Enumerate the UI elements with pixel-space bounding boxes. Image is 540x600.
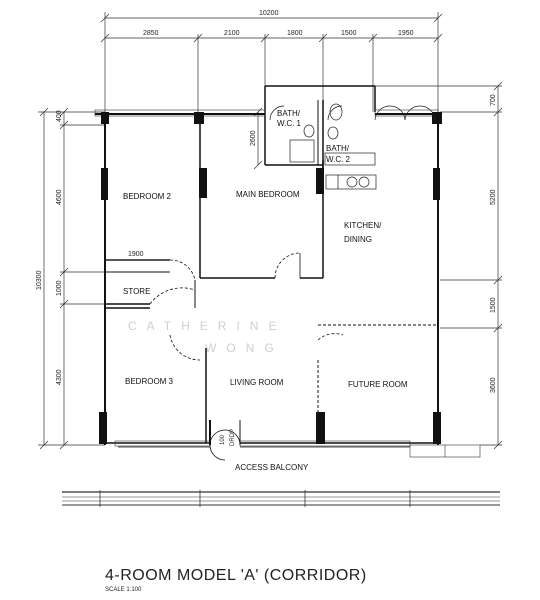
room-label-access-balcony: ACCESS BALCONY (235, 463, 309, 472)
top-dim-1: 2850 (143, 30, 159, 37)
overall-height-label: 10300 (36, 270, 43, 290)
door-label-2: DRDP (230, 429, 236, 446)
bath-height-label: 2600 (250, 130, 257, 146)
top-dim-4: 1500 (341, 30, 357, 37)
room-label-bath-1-line1: BATH/ (277, 109, 301, 118)
walls (95, 85, 439, 448)
top-dim-2: 2100 (224, 30, 240, 37)
room-label-kitchen-line2: DINING (344, 235, 372, 244)
bath-fixtures (289, 103, 377, 190)
right-dim-1: 700 (490, 94, 497, 106)
room-label-living-room: LIVING ROOM (230, 378, 284, 387)
room-label-bedroom-3: BEDROOM 3 (125, 377, 174, 386)
entrance-door (209, 420, 241, 461)
left-dim-4: 4300 (56, 369, 63, 385)
corridor-railing (62, 490, 500, 507)
overall-width-label: 10200 (259, 10, 279, 17)
left-dim-2: 4600 (56, 189, 63, 205)
drawing-title: 4-ROOM MODEL 'A' (CORRIDOR) (105, 567, 367, 584)
left-dimension-lines (38, 107, 120, 450)
room-label-main-bedroom: MAIN BEDROOM (236, 190, 300, 199)
right-dimension-lines (375, 81, 503, 450)
left-dim-3: 1000 (56, 280, 63, 296)
drawing-scale: SCALE 1:100 (105, 587, 142, 593)
structural-columns (99, 112, 442, 444)
room-label-store: STORE (123, 287, 150, 296)
door-label-1: 100 (220, 434, 226, 445)
door-swings (149, 252, 344, 361)
watermark-line1: CATHERINE (128, 319, 286, 333)
kitchen-louvres (374, 105, 436, 121)
left-dim-1: 400 (56, 110, 63, 122)
top-dimension-lines (100, 12, 443, 112)
room-label-bath-2-line1: BATH/ (326, 144, 350, 153)
right-dim-2: 5200 (490, 189, 497, 205)
windows (94, 109, 481, 458)
room-label-future-room: FUTURE ROOM (348, 380, 408, 389)
store-width-label: 1900 (128, 251, 144, 258)
room-label-bedroom-2: BEDROOM 2 (123, 192, 172, 201)
top-dim-5: 1950 (398, 30, 414, 37)
watermark-line2: WONG (205, 341, 284, 355)
room-label-bath-2-line2: W.C. 2 (326, 155, 351, 164)
room-label-kitchen-line1: KITCHEN/ (344, 221, 382, 230)
right-dim-4: 3600 (490, 377, 497, 393)
watermark: CATHERINE WONG (128, 319, 286, 355)
right-dim-3: 1500 (490, 297, 497, 313)
room-label-bath-1-line2: W.C. 1 (277, 119, 302, 128)
top-dim-3: 1800 (287, 30, 303, 37)
